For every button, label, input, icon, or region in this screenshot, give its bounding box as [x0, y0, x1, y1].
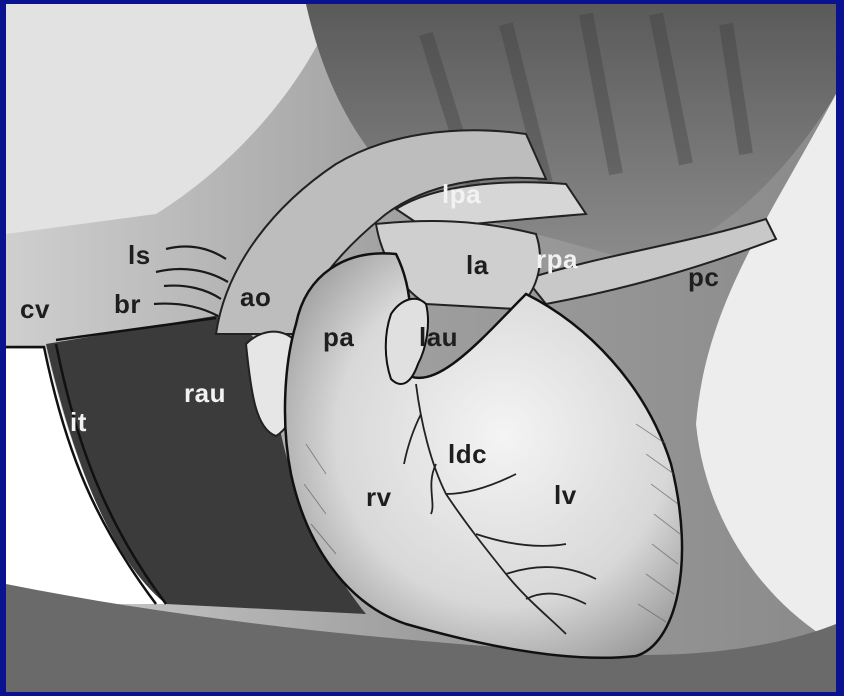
- label-br: br: [114, 291, 141, 317]
- label-pc: pc: [688, 264, 719, 290]
- label-la: la: [466, 252, 489, 278]
- label-lv: lv: [554, 482, 577, 508]
- label-ldc: ldc: [448, 441, 487, 467]
- radiograph-illustration: cv ls br ao lpa la rpa pc pa lau rau it …: [6, 4, 836, 692]
- label-rpa: rpa: [536, 246, 578, 272]
- label-pa: pa: [323, 324, 354, 350]
- label-ao: ao: [240, 284, 271, 310]
- label-rv: rv: [366, 484, 392, 510]
- label-lau: lau: [419, 324, 458, 350]
- label-cv: cv: [20, 296, 50, 322]
- label-rau: rau: [184, 380, 226, 406]
- label-ls: ls: [128, 242, 151, 268]
- label-lpa: lpa: [442, 181, 481, 207]
- label-it: it: [70, 409, 87, 435]
